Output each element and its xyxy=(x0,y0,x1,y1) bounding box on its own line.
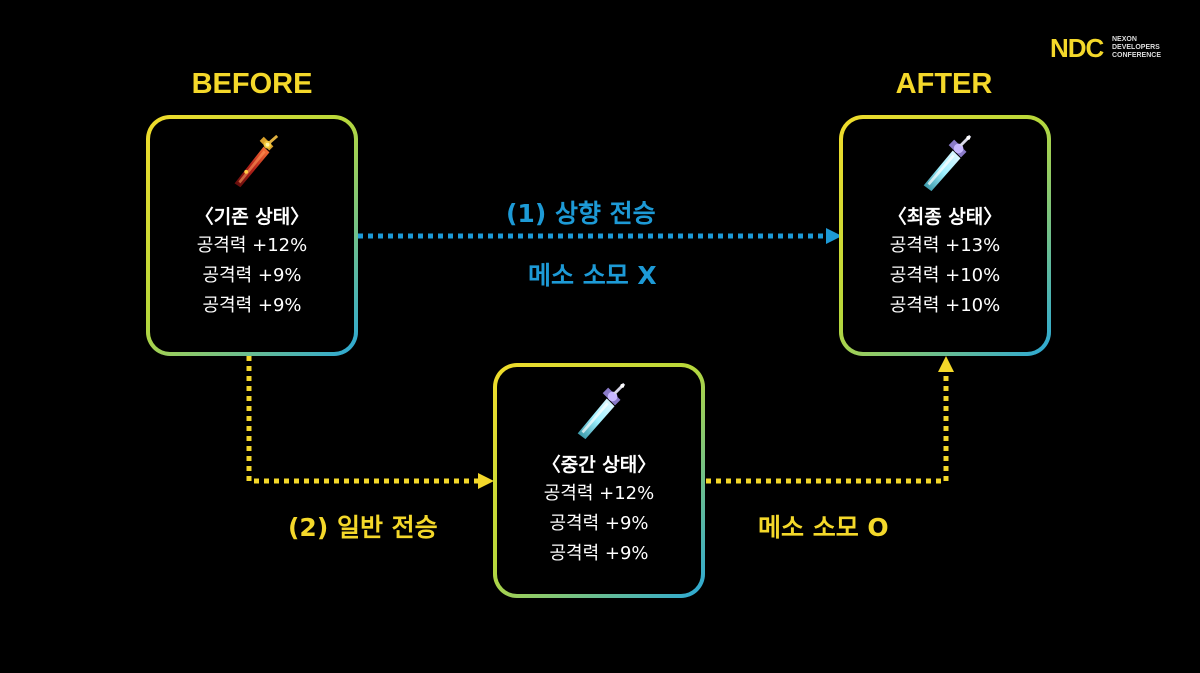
after-state-card: 〈최종 상태〉 공격력 +13% 공격력 +10% 공격력 +10% xyxy=(839,115,1051,356)
middle-stat-1: 공격력 +12% xyxy=(543,483,655,504)
before-stat-1: 공격력 +12% xyxy=(196,235,308,256)
ice-sword-icon xyxy=(923,134,972,192)
upper-path-cost: 메소 소모 X xyxy=(528,261,657,290)
middle-stat-3: 공격력 +9% xyxy=(549,543,649,564)
normal-path-arrowhead-out xyxy=(938,356,954,372)
before-state-card: 〈기존 상태〉 공격력 +12% 공격력 +9% 공격력 +9% xyxy=(146,115,358,356)
upper-path-arrowhead xyxy=(826,228,842,244)
normal-path-line-out xyxy=(706,372,949,484)
normal-path-label: (2) 일반 전승 xyxy=(288,513,438,542)
upper-path-label: (1) 상향 전승 xyxy=(506,199,656,228)
before-state-title: 〈기존 상태〉 xyxy=(194,206,310,228)
ice-sword-icon xyxy=(577,382,626,440)
normal-path-cost: 메소 소모 O xyxy=(758,513,889,542)
before-stat-2: 공격력 +9% xyxy=(202,265,302,286)
middle-state-title: 〈중간 상태〉 xyxy=(541,454,657,476)
after-stat-2: 공격력 +10% xyxy=(889,265,1001,286)
middle-stat-2: 공격력 +9% xyxy=(549,513,649,534)
red-sword-icon xyxy=(234,134,279,188)
before-heading: BEFORE xyxy=(191,68,313,100)
middle-state-card: 〈중간 상태〉 공격력 +12% 공격력 +9% 공격력 +9% xyxy=(493,363,705,598)
before-stat-3: 공격력 +9% xyxy=(202,295,302,316)
after-state-title: 〈최종 상태〉 xyxy=(887,206,1003,228)
after-stat-3: 공격력 +10% xyxy=(889,295,1001,316)
after-heading: AFTER xyxy=(895,68,993,100)
normal-path-line-in xyxy=(246,356,478,484)
ndc-logo-mark: NDC xyxy=(1050,33,1104,63)
logo-line-developers: DEVELOPERS xyxy=(1112,44,1160,51)
logo-line-nexon: NEXON xyxy=(1112,36,1137,43)
ndc-logo: NDC NEXON DEVELOPERS CONFERENCE xyxy=(1050,33,1180,63)
after-stat-1: 공격력 +13% xyxy=(889,235,1001,256)
logo-line-conference: CONFERENCE xyxy=(1112,52,1162,59)
normal-path-arrowhead-in xyxy=(478,473,494,489)
